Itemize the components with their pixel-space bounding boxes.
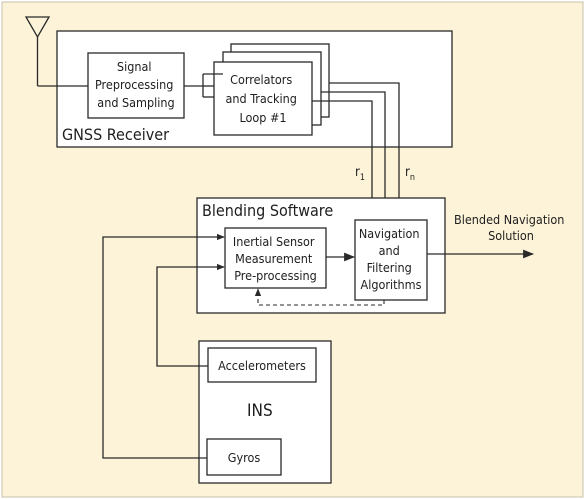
gyros-block [206,438,282,476]
signal-preprocessing-label: Signal Preprocessing and Sampling [95,59,177,110]
accelerometers-block [207,347,317,383]
channel-label-rn: rn [405,165,415,183]
channel-fanout-wires [184,73,223,98]
correlator-label: Correlators and Tracking Loop #1 [226,72,301,125]
measurement-arrow-r1 [312,100,376,220]
channel-label-r1: r1 [355,165,365,183]
blending-software-label: Blending Software [202,201,333,220]
measurement-arrow-rn [329,82,403,220]
navigation-filtering-label: Navigation and Filtering Algorithms [359,226,423,292]
feedback-dashed-arrow [254,288,385,306]
accelerometer-feed-arrow [156,263,225,367]
antenna-icon [24,16,51,86]
accelerometers-label: Accelerometers [218,358,306,373]
gyros-label: Gyros [228,450,261,465]
inertial-preprocessing-label: Inertial Sensor Measurement Pre-processi… [233,234,318,283]
output-label: Blended Navigation Solution [454,212,568,243]
signal-preprocessing-block [87,52,185,119]
inertial-preprocessing-block [224,227,327,289]
gyro-feed-arrow [102,233,225,459]
correlator-channel-1 [213,61,313,136]
gnss-receiver-label: GNSS Receiver [62,125,169,144]
ins-label: INS [247,401,273,421]
measurement-arrow-r2 [321,91,389,220]
